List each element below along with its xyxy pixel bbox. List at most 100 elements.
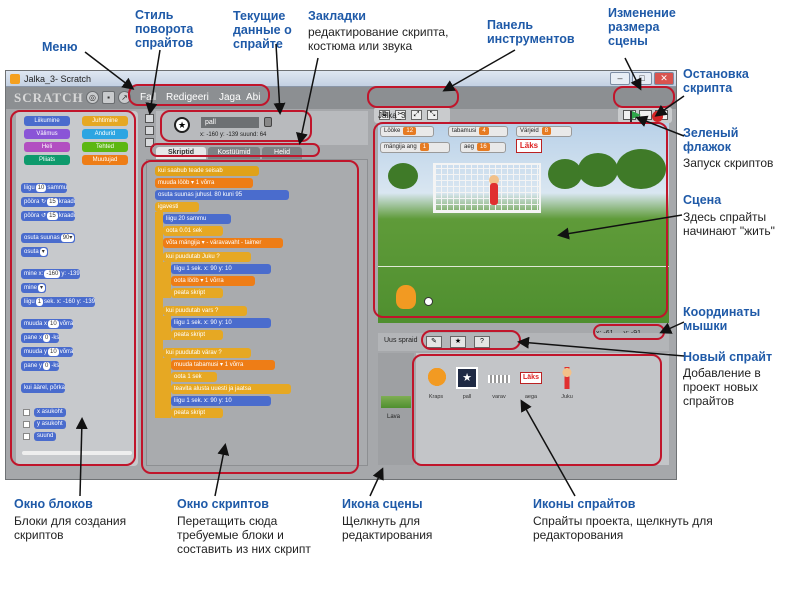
script-block[interactable]: oota 1 sek — [171, 372, 217, 382]
category-pen[interactable]: Pliiats — [24, 155, 70, 165]
label-tabs-desc: редактирование скрипта, костюма или звук… — [308, 25, 449, 53]
sprite-thumb-cat[interactable] — [426, 367, 448, 389]
label-stop-script: Остановка скрипта — [683, 67, 749, 95]
random-sprite-icon[interactable]: ? — [474, 336, 490, 348]
script-block[interactable]: võta mängija ▾ - väravavaht - taimer — [163, 238, 283, 248]
checkbox-x-position[interactable] — [23, 409, 30, 416]
category-motion[interactable]: Liikumine — [24, 116, 70, 126]
category-looks[interactable]: Välimus — [24, 129, 70, 139]
menu-file[interactable]: Fail — [140, 92, 157, 103]
label-sprite-icons-desc: Спрайты проекта, щелкнуть для редакторов… — [533, 514, 713, 542]
script-block[interactable]: kui puudutab vars ? — [163, 306, 247, 316]
checkbox-direction[interactable] — [23, 433, 30, 440]
close-icon[interactable]: ✕ — [654, 72, 674, 85]
project-title: Jalka_3 — [378, 111, 406, 120]
cat-sprite[interactable] — [396, 285, 416, 309]
script-block[interactable]: kui puudutab Juku ? — [163, 252, 251, 262]
choose-sprite-icon[interactable]: ★ — [450, 336, 466, 348]
label-blocks-window: Окно блоков — [14, 497, 93, 511]
globe-icon[interactable]: ◎ — [86, 91, 99, 104]
script-block[interactable]: kui puudutab värav ? — [163, 348, 251, 358]
script-block[interactable]: igavesti — [155, 202, 199, 212]
script-block[interactable]: liigu 1 sek. x: 90 y: 10 — [171, 396, 271, 406]
new-sprite-label: Uus spraid — [384, 337, 418, 344]
menu-help[interactable]: Abi — [246, 92, 261, 103]
menu-edit[interactable]: Redigeeri — [166, 92, 209, 103]
goalkeeper-sprite[interactable] — [490, 183, 498, 205]
grow-tool-icon[interactable]: ⤢ — [411, 110, 422, 120]
tree-icon — [548, 159, 582, 189]
ball-sprite[interactable] — [424, 297, 433, 306]
highlight-sprite-list — [412, 354, 662, 466]
block-point-towards[interactable]: osuta▾ — [21, 247, 48, 257]
category-control[interactable]: Juhtimine — [82, 116, 128, 126]
sprite-thumb-keeper[interactable] — [556, 367, 578, 389]
scripts-area[interactable]: kui saabub teade seisab muuda lööb ▾ 1 v… — [146, 159, 368, 466]
checkbox-y-position[interactable] — [23, 421, 30, 428]
category-variables[interactable]: Muutujad — [82, 155, 128, 165]
category-sound[interactable]: Heli — [24, 142, 70, 152]
tree-icon — [578, 153, 618, 187]
palette-scrollbar[interactable] — [22, 451, 132, 455]
lock-icon[interactable] — [264, 117, 272, 127]
label-new-sprite-desc: Добавление в проект новых спрайтов — [683, 366, 761, 408]
script-block[interactable]: kui saabub teade seisab — [155, 166, 259, 176]
script-block[interactable]: oota lööb ▾ 1 võrra — [171, 276, 255, 286]
sprite-name-field[interactable]: pall — [201, 117, 259, 128]
menu-share[interactable]: Jaga — [219, 92, 241, 103]
rotate-flip-icon[interactable] — [145, 126, 154, 135]
script-block[interactable]: peata skript — [171, 330, 223, 340]
stage-thumbnail[interactable]: Lava — [378, 353, 414, 465]
duplicate-tool-icon[interactable]: ⧉ — [379, 110, 390, 120]
shrink-tool-icon[interactable]: ⤡ — [427, 110, 438, 120]
green-flag-icon[interactable] — [632, 111, 641, 119]
script-block[interactable]: teavita alusta uuesti ja jaatsa — [171, 384, 291, 394]
sprite-thumb-time[interactable]: Läks — [520, 372, 542, 384]
sprite-thumb-ball[interactable]: ★ — [456, 367, 478, 389]
category-sensing[interactable]: Andurid — [82, 129, 128, 139]
script-block[interactable]: oota 0.01 sek — [163, 226, 223, 236]
block-go-to[interactable]: mine▾ — [21, 283, 47, 293]
script-block[interactable]: peata skript — [171, 288, 223, 298]
sprite-thumb-label: pall — [462, 394, 472, 400]
sprite-thumb-goal[interactable] — [488, 375, 510, 383]
block-bounce[interactable]: kui äärel, põrka — [21, 383, 66, 393]
app-icon — [10, 74, 20, 84]
tree-icon — [388, 163, 418, 189]
save-icon[interactable]: ▪ — [102, 91, 115, 104]
script-block[interactable]: liigu 1 sek. x: 90 y: 10 — [171, 264, 271, 274]
script-block[interactable]: muuda tabamusi ▾ 1 võrra — [171, 360, 275, 370]
script-block[interactable]: peata skript — [171, 408, 223, 418]
script-block[interactable]: liigu 20 sammu — [163, 214, 231, 224]
sprite-coordinates: x: -160 y: -139 suund: 64 — [200, 132, 267, 138]
reporter-y-position[interactable]: y asukoht — [34, 420, 66, 429]
category-operators[interactable]: Tehted — [82, 142, 128, 152]
minimize-icon[interactable]: – — [610, 72, 630, 85]
delete-tool-icon[interactable]: ✂ — [395, 110, 406, 120]
script-block[interactable]: muuda lööb ▾ 1 võrra — [155, 178, 253, 188]
highlight-toolbar — [367, 86, 459, 108]
reporter-direction[interactable]: suund — [34, 432, 57, 441]
laks-label: Läks — [516, 139, 542, 153]
script-block[interactable]: liigu 1 sek. x: 90 y: 10 — [171, 318, 271, 328]
reporter-x-position[interactable]: x asukoht — [34, 408, 66, 417]
rotate-none-icon[interactable] — [145, 138, 154, 147]
script-block[interactable]: osuta suunas juhusl. 80 kuni 95 — [155, 190, 289, 200]
scratch-window: Jalka_3- Scratch – □ ✕ SCRATCH ◎ ▪ ↗ Fai… — [5, 70, 677, 480]
